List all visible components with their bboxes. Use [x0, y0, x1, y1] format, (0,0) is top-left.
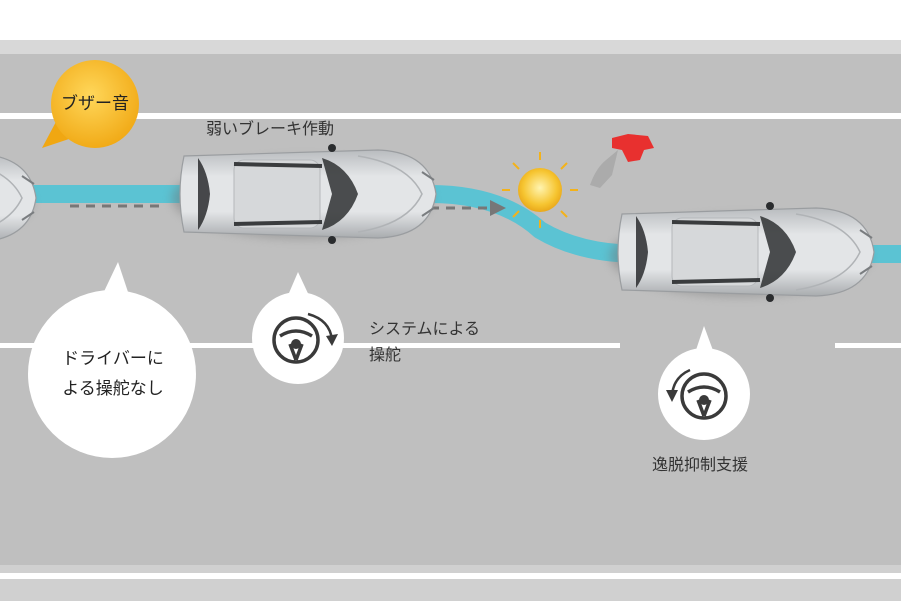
weak-brake-label: 弱いブレーキ作動: [206, 119, 335, 138]
lane-line-center-right: [835, 343, 901, 348]
car-icon-right: [610, 202, 874, 302]
system-steering-label: システムによる 操舵: [369, 316, 480, 368]
car-icon-middle: [172, 144, 436, 244]
sun-icon: [502, 152, 578, 228]
lane-line-bottom: [0, 573, 901, 579]
system-steering-label-line1: システムによる: [369, 319, 481, 338]
projected-path-arrowhead: [490, 200, 506, 216]
no-driver-label-line2: よる操舵なし: [62, 379, 164, 399]
no-driver-bubble: [28, 262, 196, 458]
road-shoulder-bottom: [0, 565, 901, 601]
system-steering-label-line2: 操舵: [369, 345, 402, 364]
no-driver-label: ドライバーに よる操舵なし: [38, 344, 188, 404]
no-driver-label-line1: ドライバーに: [62, 349, 164, 369]
buzzer-label: ブザー音: [61, 94, 129, 114]
buzzer-bubble: [42, 60, 139, 148]
trajectory-band: [0, 185, 901, 263]
projected-path: [70, 204, 495, 210]
lane-line-top: [0, 113, 901, 119]
road-shoulder-top: [0, 40, 901, 54]
departure-support-label: 逸脱抑制支援: [652, 455, 749, 474]
system-steering-bubble: [252, 272, 344, 384]
departure-support-bubble: [658, 326, 750, 440]
pedestrian-icon: [590, 134, 654, 188]
